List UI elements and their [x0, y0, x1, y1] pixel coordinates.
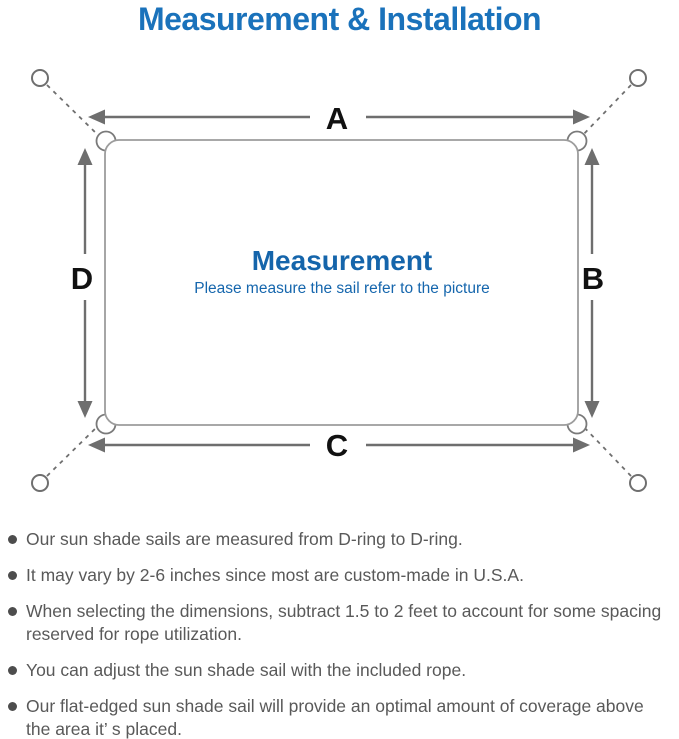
- arrowhead-left-icon: [88, 437, 105, 453]
- note-text: You can adjust the sun shade sail with t…: [26, 660, 467, 680]
- list-item: You can adjust the sun shade sail with t…: [0, 659, 679, 682]
- arrowhead-left-icon: [88, 109, 105, 125]
- anchor-ring-top-right-icon: [629, 69, 647, 87]
- arrowhead-up-icon: [77, 148, 93, 165]
- anchor-ring-bottom-right-icon: [629, 474, 647, 492]
- dim-label-c: C: [326, 428, 348, 463]
- arrowhead-down-icon: [77, 401, 93, 418]
- notes-list: Our sun shade sails are measured from D-…: [0, 528, 679, 739]
- note-text: When selecting the dimensions, subtract …: [26, 601, 662, 644]
- dim-label-a: A: [326, 101, 348, 136]
- diagram-center-subtitle: Please measure the sail refer to the pic…: [194, 280, 490, 297]
- list-item: Our flat-edged sun shade sail will provi…: [0, 695, 679, 739]
- tension-line-top-left: [46, 84, 101, 138]
- dim-label-b: B: [582, 261, 604, 296]
- anchor-ring-bottom-left-icon: [31, 474, 49, 492]
- arrowhead-down-icon: [584, 401, 600, 418]
- shade-sail-rect: [104, 139, 579, 426]
- dimension-line-d: [77, 148, 93, 418]
- bullet-icon: [8, 702, 17, 711]
- dimension-line-b: [584, 148, 600, 418]
- page-title: Measurement & Installation: [137, 1, 542, 37]
- bullet-icon: [8, 571, 17, 580]
- anchor-ring-top-left-icon: [31, 69, 49, 87]
- arrowhead-right-icon: [573, 109, 590, 125]
- diagram-center-title: Measurement: [252, 245, 433, 276]
- dim-label-d: D: [71, 261, 93, 296]
- note-text: Our sun shade sails are measured from D-…: [26, 529, 463, 549]
- list-item: It may vary by 2-6 inches since most are…: [0, 564, 679, 587]
- tension-line-bottom-right: [580, 423, 632, 477]
- list-item: When selecting the dimensions, subtract …: [0, 600, 679, 646]
- measurement-diagram: A B C D Measurement Please measure the s…: [31, 69, 647, 492]
- note-text: Our flat-edged sun shade sail will provi…: [26, 696, 644, 739]
- bullet-icon: [8, 535, 17, 544]
- arrowhead-right-icon: [573, 437, 590, 453]
- tension-line-top-right: [580, 84, 632, 138]
- dimension-line-c: [88, 437, 590, 453]
- list-item: Our sun shade sails are measured from D-…: [0, 528, 679, 551]
- bullet-icon: [8, 666, 17, 675]
- tension-line-bottom-left: [46, 423, 101, 477]
- dimension-line-a: [88, 109, 590, 125]
- note-text: It may vary by 2-6 inches since most are…: [26, 565, 524, 585]
- bullet-icon: [8, 607, 17, 616]
- arrowhead-up-icon: [584, 148, 600, 165]
